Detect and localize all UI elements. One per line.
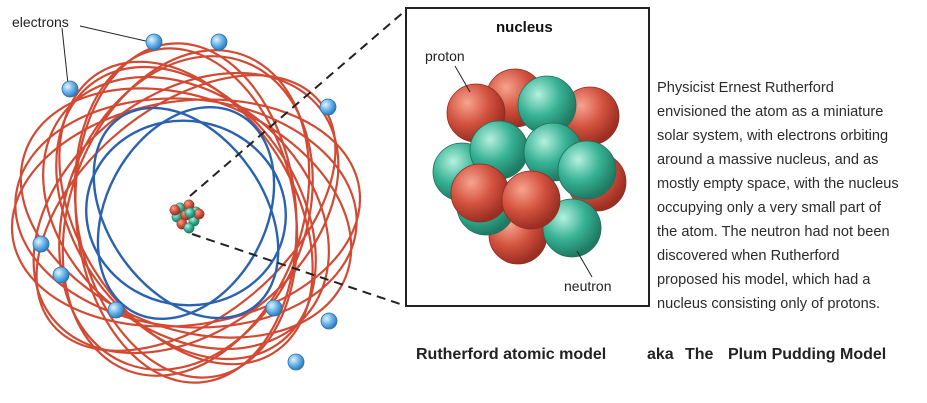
description-line: proposed his model, which had a xyxy=(657,272,871,288)
blue-orbit-path xyxy=(96,106,276,320)
electrons-pointer-line-2 xyxy=(61,27,69,85)
electron xyxy=(107,301,125,319)
electron xyxy=(32,235,50,253)
electron xyxy=(210,33,228,51)
electron xyxy=(265,299,283,317)
red-orbit-path xyxy=(10,98,362,328)
red-orbit-path xyxy=(61,49,311,377)
description-line: discovered when Rutherford xyxy=(657,248,840,264)
caption-title: Rutherford atomic model xyxy=(416,346,607,363)
red-orbit-path xyxy=(55,65,317,361)
neutron-sphere xyxy=(557,140,617,200)
caption-the: The xyxy=(685,346,714,363)
description-line: envisioned the atom as a miniature xyxy=(657,104,884,120)
proton-sphere xyxy=(501,170,561,230)
electrons-label: electrons xyxy=(12,14,69,30)
electrons-group xyxy=(32,33,338,371)
electron-orbits-red xyxy=(10,42,362,384)
blue-orbit-path xyxy=(85,119,287,307)
description-line: nucleus consisting only of protons. xyxy=(657,296,881,312)
proton-label: proton xyxy=(425,48,465,64)
electron-orbits-blue xyxy=(85,106,287,320)
red-orbit-path xyxy=(14,97,358,329)
zoom-line-top xyxy=(189,9,407,197)
red-orbit-path xyxy=(58,60,314,366)
nucleus-proton xyxy=(169,204,181,216)
description-line: mostly empty space, with the nucleus xyxy=(657,176,899,192)
caption-aka: aka xyxy=(647,346,674,363)
caption-plum-pudding: Plum Pudding Model xyxy=(728,346,887,363)
electron xyxy=(320,312,338,330)
electrons-pointer-line xyxy=(79,25,151,43)
electron xyxy=(287,353,305,371)
red-orbit-path xyxy=(42,75,330,351)
electron xyxy=(52,266,70,284)
electron xyxy=(145,33,163,51)
electron xyxy=(319,98,337,116)
atom-nucleus xyxy=(169,199,205,234)
nucleus-proton xyxy=(193,208,205,220)
description-line: Physicist Ernest Rutherford xyxy=(657,80,834,96)
proton-sphere xyxy=(450,163,510,223)
description-line: occupying only a very small part of xyxy=(657,200,881,216)
neutron-label: neutron xyxy=(564,278,612,294)
electron xyxy=(61,80,79,98)
nucleus-closeup xyxy=(432,68,627,265)
red-orbit-path xyxy=(19,87,353,339)
nucleus-title: nucleus xyxy=(496,19,553,36)
description-line: around a massive nucleus, and as xyxy=(657,152,879,168)
neutron-pointer-line xyxy=(576,250,593,278)
red-orbit-path xyxy=(35,74,337,352)
description-line: the atom. The neutron had not been xyxy=(657,224,890,240)
blue-orbit-path xyxy=(92,106,280,320)
proton-pointer-line xyxy=(454,65,471,93)
description-text: Physicist Ernest Rutherford envisioned t… xyxy=(657,76,922,316)
nucleus-neutron xyxy=(183,222,195,234)
zoom-line-bottom xyxy=(191,233,407,307)
neutron-sphere xyxy=(542,198,602,258)
nucleus-neutron xyxy=(184,207,196,219)
description-line: solar system, with electrons orbiting xyxy=(657,128,889,144)
